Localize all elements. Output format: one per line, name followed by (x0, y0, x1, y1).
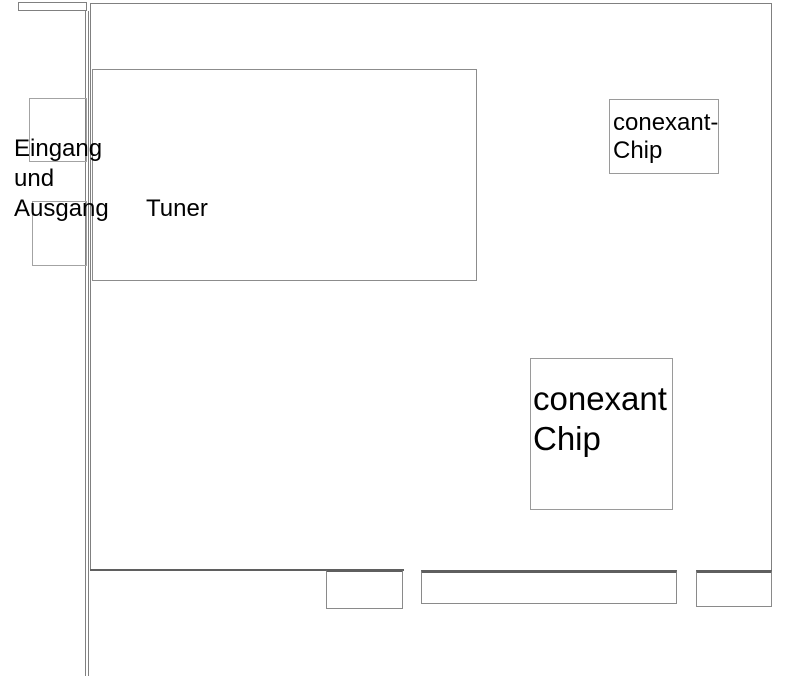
conexant-chip-large-box (530, 358, 673, 510)
card-outline (90, 3, 772, 570)
conexant-chip-large-label: conexant Chip (533, 380, 667, 457)
tuner-label: Tuner (146, 195, 208, 222)
conexant-chip-small-box (609, 99, 719, 174)
conexant-chip-small-label: conexant- Chip (613, 109, 719, 164)
bracket-bar (85, 11, 89, 676)
bracket-top-tab (18, 2, 87, 11)
pci-connector-segment-3 (696, 570, 772, 607)
card-bottom-edge (90, 569, 404, 571)
io-label: Eingang und Ausgang (14, 135, 109, 222)
pci-connector-segment-2 (421, 570, 677, 604)
io-connector-upper-box (29, 98, 87, 162)
io-connector-lower-box (32, 201, 87, 266)
tuner-box (92, 69, 477, 281)
pci-connector-segment-1 (326, 570, 403, 609)
